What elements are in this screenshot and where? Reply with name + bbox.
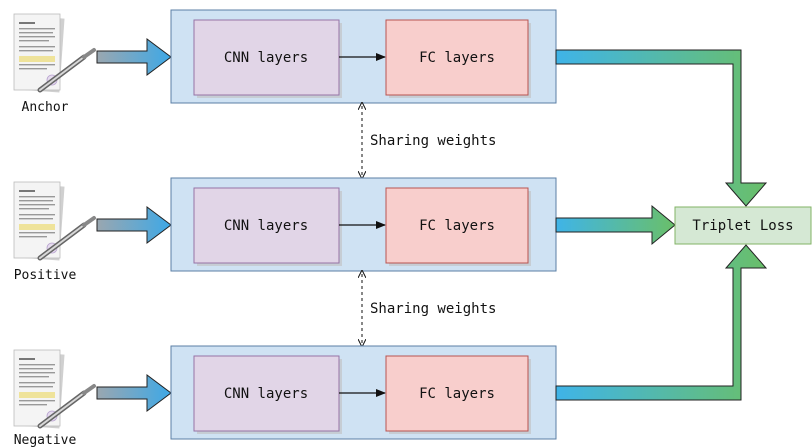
fc-layers-box: [385, 19, 529, 96]
fc-layers-box: [385, 187, 529, 264]
sharing-weights-label: Sharing weights: [370, 133, 496, 149]
pen-icon: [37, 216, 96, 261]
sharing-weights-connector: Sharing weights: [362, 106, 496, 175]
branch-negative: Negative CNN layers FC layers: [13, 345, 557, 447]
pen-icon: [37, 48, 96, 93]
cnn-layers-label: CNN layers: [224, 218, 308, 234]
input-arrow: [96, 374, 172, 412]
output-arrow-positive: [555, 204, 676, 246]
input-arrow: [96, 206, 172, 244]
cnn-layers-label: CNN layers: [224, 50, 308, 66]
sharing-weights-label: Sharing weights: [370, 301, 496, 317]
branch-positive: Positive CNN layers FC layers: [13, 177, 557, 283]
fc-layers-label: FC layers: [419, 218, 495, 234]
output-arrow-anchor: [555, 49, 768, 207]
document-icon: [13, 13, 65, 93]
input-label-anchor: Anchor: [22, 100, 69, 115]
branch-anchor: Anchor CNN layers FC layers: [13, 9, 557, 115]
sharing-weights-connector: Sharing weights: [362, 274, 496, 343]
fc-layers-label: FC layers: [419, 50, 495, 66]
pen-icon: [37, 384, 96, 429]
fc-layers-label: FC layers: [419, 386, 495, 402]
input-arrow: [96, 38, 172, 76]
cnn-layers-label: CNN layers: [224, 386, 308, 402]
document-icon: [13, 181, 65, 261]
triplet-loss-node: Triplet Loss: [674, 206, 812, 245]
output-arrow-negative: [555, 244, 768, 401]
cnn-layers-box: [193, 355, 340, 432]
document-icon: [13, 349, 65, 429]
triplet-loss-label: Triplet Loss: [692, 218, 793, 234]
input-label-positive: Positive: [14, 268, 77, 283]
cnn-layers-box: [193, 187, 340, 264]
fc-layers-box: [385, 355, 529, 432]
input-label-negative: Negative: [14, 433, 77, 447]
